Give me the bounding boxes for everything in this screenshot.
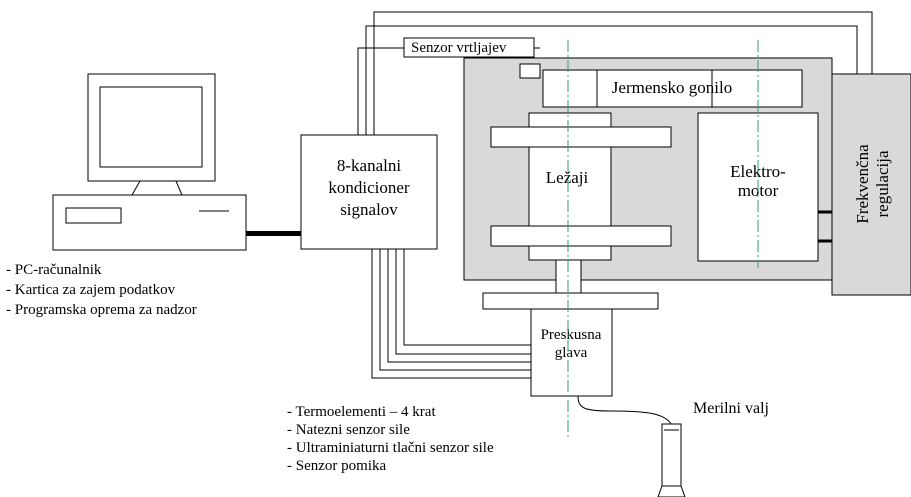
frequency-regulation-box [831,73,911,296]
bearing-shaft-top [528,112,612,128]
pc-computer-case [52,194,247,251]
measuring-roller-label: Merilni valj [693,400,769,417]
pc-list-item: - Kartica za zajem podatkov [6,282,176,298]
test-head-label-2: glava [555,345,588,361]
pc-list-item: - PC-računalnik [6,262,102,278]
frequency-regulation-label-1: Frekvenčna [853,144,872,224]
centerlines [567,40,759,440]
roller-cable [577,395,672,425]
bearing-shaft-bottom [528,245,612,261]
test-head-box [530,308,613,397]
test-head-plate [482,292,659,310]
sensor-list-item: - Termoelementi – 4 krat [287,404,436,420]
sensor-list-item: - Natezni senzor sile [287,422,410,438]
sensor-list: - Termoelementi – 4 krat - Natezni senzo… [287,404,494,474]
speed-sensor-label-box [403,37,535,58]
bearing-plate-bottom [490,225,672,247]
bearings-housing [528,146,612,227]
sensor-list-item: - Ultraminiaturni tlačni senzor sile [287,440,494,456]
speed-sensor [519,63,541,79]
signal-conditioner-label-1: 8-kanalni [337,156,401,175]
sensor-list-item: - Senzor pomika [287,458,386,474]
bearing-plate-top [490,126,672,148]
signal-conditioner-box [300,134,438,250]
frequency-regulation-label-2: regulacija [873,150,892,217]
signal-conditioner-label-3: signalov [340,200,398,219]
pc-cable [246,231,301,236]
test-head-label-1: Preskusna [541,327,602,343]
measuring-roller [657,423,686,497]
belt-drive-box [542,69,803,108]
signal-conditioner-label-2: kondicioner [328,178,410,197]
pc-monitor [87,73,216,196]
motor-cables [818,210,832,243]
speed-sensor-label: Senzor vrtljajev [411,40,507,56]
pc-feature-list: - PC-računalnik - Kartica za zajem podat… [6,262,197,318]
sensor-wires-bottom [371,249,532,379]
pc-list-item: - Programska oprema za nadzor [6,302,197,318]
belt-drive-label: Jermensko gonilo [612,78,732,97]
bearings-label: Ležaji [546,168,589,187]
